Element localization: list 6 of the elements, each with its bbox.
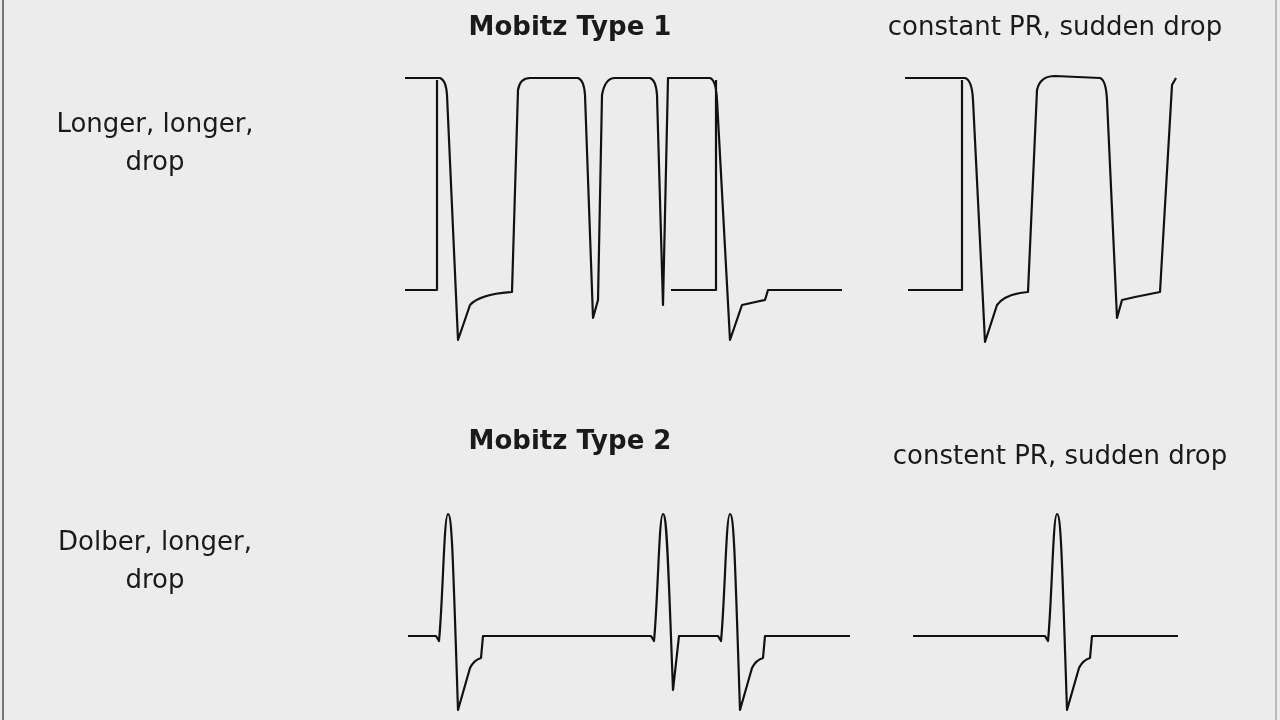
note-text: constent PR, sudden drop — [891, 439, 1229, 472]
side-note: Dolber, longer, drop — [57, 525, 253, 596]
section-heading: Mobitz Type 1 — [467, 10, 673, 43]
side-note: Longer, longer, drop — [55, 107, 255, 178]
section-heading: Mobitz Type 2 — [467, 424, 673, 457]
note-text: constant PR, sudden drop — [886, 10, 1224, 43]
